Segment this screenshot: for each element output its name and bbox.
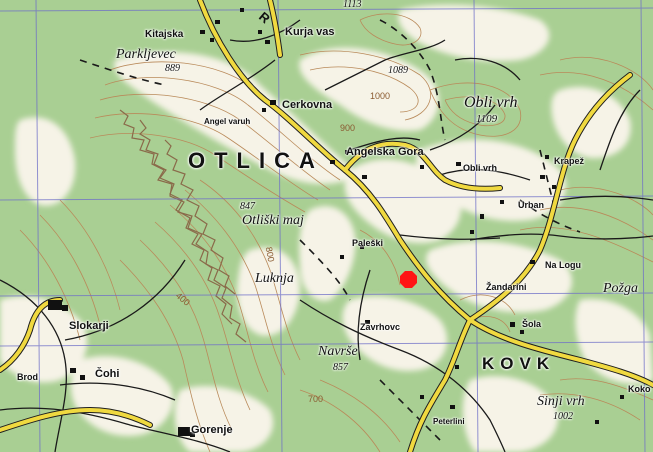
place-label-kitajska: Kitajska [145,29,184,40]
elevation-label-1089: 1089 [388,65,408,76]
place-label-peterlini: Peterlini [433,417,465,426]
place-label-kurja-vas: Kurja vas [285,26,335,38]
place-label-parkljevec: Parkljevec [116,47,176,62]
clearings [0,4,653,452]
place-label-slokarji: Slokarji [69,320,109,332]
contour-label-1000: 1000 [370,91,391,101]
place-label-paleski: Paleški [352,238,384,248]
place-label-pozga: Požga [603,281,638,296]
rocky-ridge [119,109,247,343]
contour-lines [19,13,653,452]
place-label-obli-vrh-village: Obli vrh [463,163,498,173]
elevation-label-1113: 1113 [343,0,362,10]
elevation-label-847: 847 [240,201,255,212]
place-label-zandarini: Žandarini [486,282,527,292]
buildings [48,8,624,437]
place-label-zavrhovc: Zavrhovc [360,322,401,332]
place-label-gorenje: Gorenje [191,424,233,436]
place-label-angelska-gora: Angelska Gora [346,146,424,158]
place-label-sola: Šola [522,319,542,329]
place-label-krapez: Krapež [554,156,585,166]
elevation-label-1002: 1002 [553,411,573,422]
place-label-cohi: Čohi [95,368,120,380]
elevation-label-857: 857 [333,362,348,373]
place-label-na-logu: Na Logu [545,260,581,270]
place-label-otlica: OTLICA [188,148,324,173]
place-label-urban: Urban [518,200,545,210]
place-label-obli-vrh-peak: Obli vrh [464,94,518,111]
place-label-otliski-maj: Otliški maj [242,213,304,228]
secondary-roads [0,19,653,452]
contour-label-700: 700 [308,394,324,404]
place-label-koko: Koko [628,384,651,394]
contour-label-900: 900 [340,123,356,133]
place-label-luknja: Luknja [255,271,294,286]
place-label-angel-varuh: Angel varuh [204,117,251,126]
elevation-label-889: 889 [165,63,180,74]
place-label-kovk: KOVK [482,354,556,373]
location-marker [400,271,417,288]
elevation-label-1109: 1109 [476,113,498,125]
contour-label-800: 800 [263,246,277,263]
place-label-sinji-vrh: Sinji vrh [537,394,585,409]
place-label-navrse: Navrše [318,344,358,359]
place-label-brod: Brod [17,372,38,382]
place-label-cerkovna: Cerkovna [282,99,333,111]
